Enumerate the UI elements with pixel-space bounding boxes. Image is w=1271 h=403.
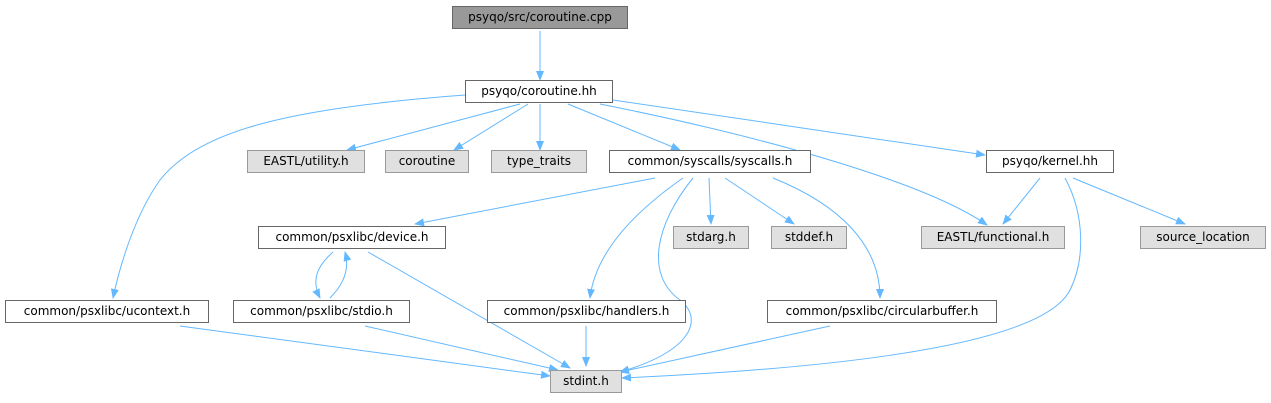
edge-syscalls-to-circularbuffer [772, 177, 884, 299]
edge-syscalls-to-stdarg [706, 177, 715, 225]
edge-coroutine-hh-to-functional [599, 103, 988, 226]
node-stddef-h: stddef.h [771, 226, 847, 249]
edge-stdio-to-stdint [364, 325, 559, 372]
node-source-location: source_location [1140, 226, 1266, 249]
node-stdarg-h: stdarg.h [673, 226, 749, 249]
edge-circularbuffer-to-stdint [619, 325, 831, 374]
edge-kernel-to-source-location [1072, 177, 1186, 225]
node-stdint-h: stdint.h [550, 370, 622, 393]
edge-syscalls-to-device [414, 177, 656, 227]
node-ucontext-h[interactable]: common/psxlibc/ucontext.h [5, 300, 209, 323]
edge-coroutine-hh-to-kernel [612, 99, 986, 158]
edge-syscalls-to-stddef [724, 177, 795, 225]
node-eastl-functional: EASTL/functional.h [921, 226, 1065, 249]
edge-device-to-stdio [312, 251, 334, 299]
edge-device-to-stdint [367, 251, 571, 369]
node-syscalls-h[interactable]: common/syscalls/syscalls.h [609, 150, 811, 173]
edge-coroutine-hh-to-coroutine [453, 103, 529, 151]
node-kernel-hh[interactable]: psyqo/kernel.hh [986, 150, 1114, 173]
node-stdio-h[interactable]: common/psxlibc/stdio.h [233, 300, 410, 323]
edge-kernel-to-stdint [621, 177, 1082, 382]
node-coroutine-cpp: psyqo/src/coroutine.cpp [452, 6, 628, 29]
edge-kernel-to-functional [1002, 177, 1041, 225]
node-handlers-h[interactable]: common/psxlibc/handlers.h [487, 300, 686, 323]
node-eastl-utility: EASTL/utility.h [247, 150, 365, 173]
node-circularbuffer-h[interactable]: common/psxlibc/circularbuffer.h [767, 300, 997, 323]
node-device-h[interactable]: common/psxlibc/device.h [258, 226, 446, 249]
node-type-traits: type_traits [491, 150, 587, 173]
edge-stdio-to-device [329, 251, 352, 299]
edge-syscalls-to-stdint [619, 177, 694, 374]
edge-ucontext-to-stdint [179, 325, 551, 379]
node-coroutine: coroutine [385, 150, 469, 173]
edge-coroutine-hh-to-ucontext [110, 94, 466, 299]
node-coroutine-hh[interactable]: psyqo/coroutine.hh [465, 80, 613, 103]
edge-coroutine-hh-to-eastl-utility [346, 103, 521, 152]
edge-coroutine-hh-to-syscalls [567, 103, 681, 151]
edge-syscalls-to-handlers [587, 177, 684, 299]
